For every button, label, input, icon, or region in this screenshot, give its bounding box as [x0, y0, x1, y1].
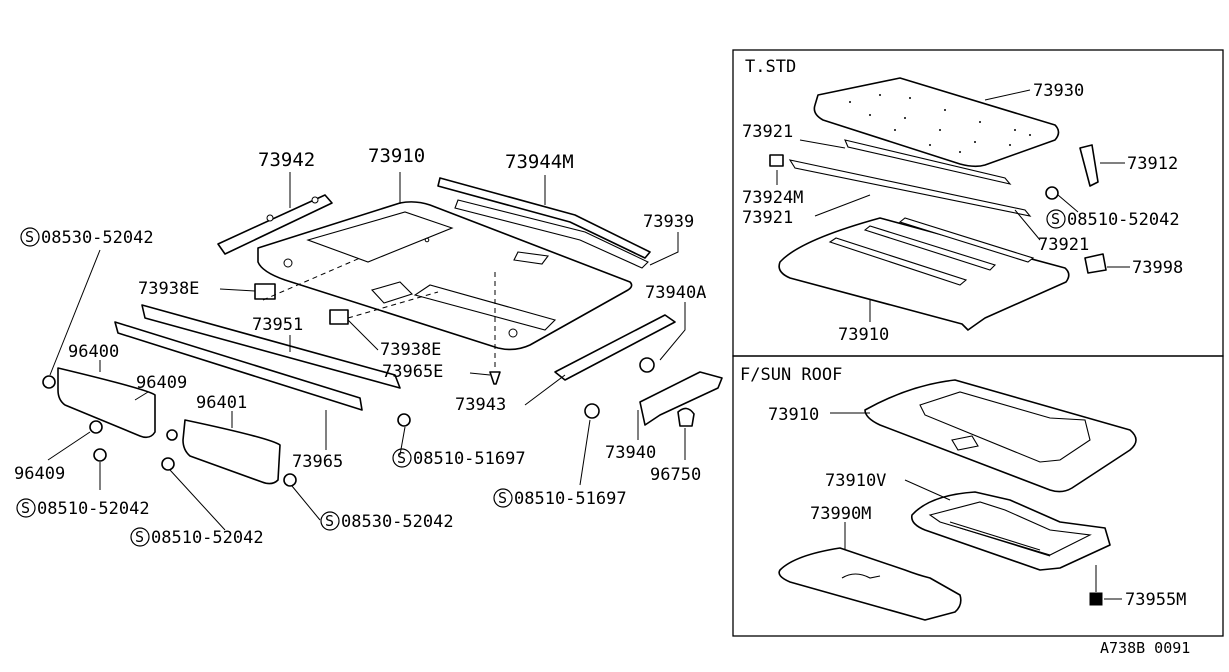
label-tstd-73910: 73910 [838, 325, 889, 345]
svg-text:08530-52042: 08530-52042 [41, 228, 154, 248]
label-73943: 73943 [455, 395, 506, 415]
sunroof-frame-73910v [910, 491, 1111, 571]
svg-text:08510-52042: 08510-52042 [1067, 210, 1180, 230]
label-73940a: 73940A [645, 283, 706, 303]
label-96400: 96400 [68, 342, 119, 362]
label-73924m: 73924M [742, 188, 803, 208]
tstd-bracket-73912 [1079, 144, 1099, 187]
svg-text:08510-51697: 08510-51697 [514, 489, 627, 509]
sun-visor-96400 [57, 367, 156, 439]
sunroof-panel-frame [732, 355, 1224, 637]
bolt-08510-51697-b [584, 403, 600, 419]
label-73921-b: 73921 [742, 208, 793, 228]
label-bolt-mid-right: S 08530-52042 [320, 511, 454, 532]
label-96409-b: 96409 [14, 464, 65, 484]
rail-73951 [141, 304, 401, 389]
label-73944m: 73944M [505, 151, 574, 173]
tstd-clip-73998 [1084, 253, 1107, 274]
label-73912: 73912 [1127, 154, 1178, 174]
label-73951: 73951 [252, 315, 303, 335]
sunroof-pad-73990m [778, 547, 962, 621]
diagram-code: A738B 0091 [1100, 639, 1190, 657]
svg-text:08510-51697: 08510-51697 [413, 449, 526, 469]
tstd-title: T.STD [745, 57, 796, 77]
label-73940: 73940 [605, 443, 656, 463]
label-73965: 73965 [292, 452, 343, 472]
label-73921-a: 73921 [742, 122, 793, 142]
tstd-panel-73930 [813, 77, 1060, 168]
label-96401: 96401 [196, 393, 247, 413]
bolt-08510-51697-a [397, 413, 411, 427]
svg-text:S: S [498, 489, 507, 507]
strip-73944m [437, 177, 651, 259]
rail-73965 [114, 321, 363, 411]
tstd-rail-a [788, 159, 1032, 217]
part-96750 [677, 407, 695, 427]
tstd-rail-b [844, 139, 1012, 185]
svg-text:S: S [135, 528, 144, 546]
svg-text:08510-52042: 08510-52042 [37, 499, 150, 519]
bolt-08530-left [42, 375, 56, 389]
label-73930: 73930 [1033, 81, 1084, 101]
svg-text:08510-52042: 08510-52042 [151, 528, 264, 548]
svg-text:S: S [397, 449, 406, 467]
label-bolt-top-left: S 08530-52042 [20, 227, 154, 248]
label-73921-c: 73921 [1038, 235, 1089, 255]
label-bolt-left-bottom: S 08510-52042 [16, 498, 150, 519]
label-bolt-center-low: S 08510-51697 [493, 488, 627, 509]
svg-text:S: S [21, 499, 30, 517]
svg-text:08530-52042: 08530-52042 [341, 512, 454, 532]
sunroof-clip-73955m [1089, 592, 1103, 606]
bolt-08510-mid [161, 457, 175, 471]
tstd-clip-73924m [769, 154, 784, 167]
label-73942: 73942 [258, 149, 315, 171]
bolt-73940a [639, 357, 655, 373]
label-73910v: 73910V [825, 471, 886, 491]
label-96409-a: 96409 [136, 373, 187, 393]
label-tstd-bolt: S 08510-52042 [1046, 209, 1180, 230]
bolt-08510-left [93, 448, 107, 462]
bolt-08530-right [283, 473, 297, 487]
label-73965e: 73965E [382, 362, 443, 382]
clip-96409-b [166, 429, 178, 441]
label-73955m: 73955M [1125, 590, 1186, 610]
sun-visor-96401 [182, 419, 281, 485]
strip-73942 [217, 194, 333, 255]
label-bolt-center: S 08510-51697 [392, 448, 526, 469]
svg-text:S: S [25, 228, 34, 246]
svg-text:S: S [325, 512, 334, 530]
bracket-73940 [639, 371, 723, 426]
label-sunroof-73910: 73910 [768, 405, 819, 425]
label-96750: 96750 [650, 465, 701, 485]
label-73938e-b: 73938E [380, 340, 441, 360]
clip-96409-a [89, 420, 103, 434]
label-73939: 73939 [643, 212, 694, 232]
label-bolt-mid-bottom: S 08510-52042 [130, 527, 264, 548]
sunroof-headlining-73910 [864, 379, 1137, 493]
clip-73965e [489, 371, 501, 385]
headlining-73910 [257, 201, 633, 351]
label-73998: 73998 [1132, 258, 1183, 278]
tstd-bolt [1045, 186, 1059, 200]
label-73910: 73910 [368, 145, 425, 167]
rail-73940a [554, 314, 676, 381]
sunroof-title: F/SUN ROOF [740, 365, 842, 385]
svg-text:S: S [1051, 210, 1060, 228]
clip-73938e-b [329, 309, 349, 325]
clip-73938e-a [254, 283, 276, 300]
tstd-headlining-73910 [778, 217, 1070, 331]
label-73938e-a: 73938E [138, 279, 199, 299]
label-73990m: 73990M [810, 504, 871, 524]
